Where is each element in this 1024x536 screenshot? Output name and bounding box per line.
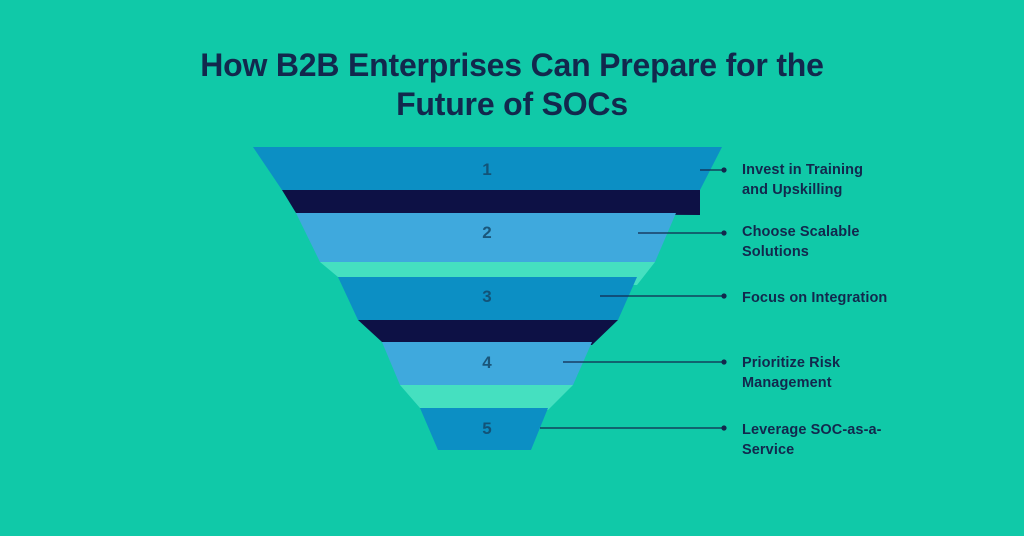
step-label-1-line-1: Invest in Training xyxy=(742,162,864,178)
funnel-leader-lines xyxy=(540,167,727,431)
step-label-4-line-2: Management xyxy=(742,375,832,391)
step-label-1[interactable]: Invest in Training and Upskilling xyxy=(742,160,992,200)
funnel-step-numbers: 1 2 3 4 5 xyxy=(482,160,492,438)
step-label-5-line-1: Leverage SOC-as-a- xyxy=(742,422,882,438)
step-number-5: 5 xyxy=(482,419,491,438)
leader-dot-3 xyxy=(721,293,727,299)
step-label-4-line-1: Prioritize Risk xyxy=(742,355,841,371)
leader-dot-2 xyxy=(721,230,727,236)
step-number-4: 4 xyxy=(482,353,492,372)
connector-navy-2 xyxy=(358,320,618,345)
leader-dot-1 xyxy=(721,167,727,173)
leader-dot-4 xyxy=(721,359,727,365)
step-label-2-line-1: Choose Scalable xyxy=(742,224,860,240)
step-label-3[interactable]: Focus on Integration xyxy=(742,288,992,308)
page-title-line-1: How B2B Enterprises Can Prepare for the xyxy=(200,47,824,83)
step-label-3-line-1: Focus on Integration xyxy=(742,290,888,306)
funnel-band-4[interactable] xyxy=(382,342,592,385)
step-number-2: 2 xyxy=(482,223,491,242)
funnel-bands xyxy=(253,147,722,450)
connector-navy-1 xyxy=(282,190,700,215)
funnel-band-5[interactable] xyxy=(420,408,548,450)
step-number-3: 3 xyxy=(482,287,491,306)
funnel-band-3[interactable] xyxy=(338,277,637,320)
step-label-1-line-2: and Upskilling xyxy=(742,182,843,198)
step-label-5[interactable]: Leverage SOC-as-a- Service xyxy=(742,420,992,460)
step-label-5-line-2: Service xyxy=(742,442,795,458)
step-number-1: 1 xyxy=(482,160,491,179)
funnel-band-1[interactable] xyxy=(253,147,722,190)
page-title: How B2B Enterprises Can Prepare for the … xyxy=(112,46,912,124)
step-label-2-line-2: Solutions xyxy=(742,244,809,260)
connector-mint-2 xyxy=(400,385,573,410)
leader-dot-5 xyxy=(721,425,727,431)
page-title-line-2: Future of SOCs xyxy=(396,86,628,123)
funnel-band-2[interactable] xyxy=(296,213,676,262)
